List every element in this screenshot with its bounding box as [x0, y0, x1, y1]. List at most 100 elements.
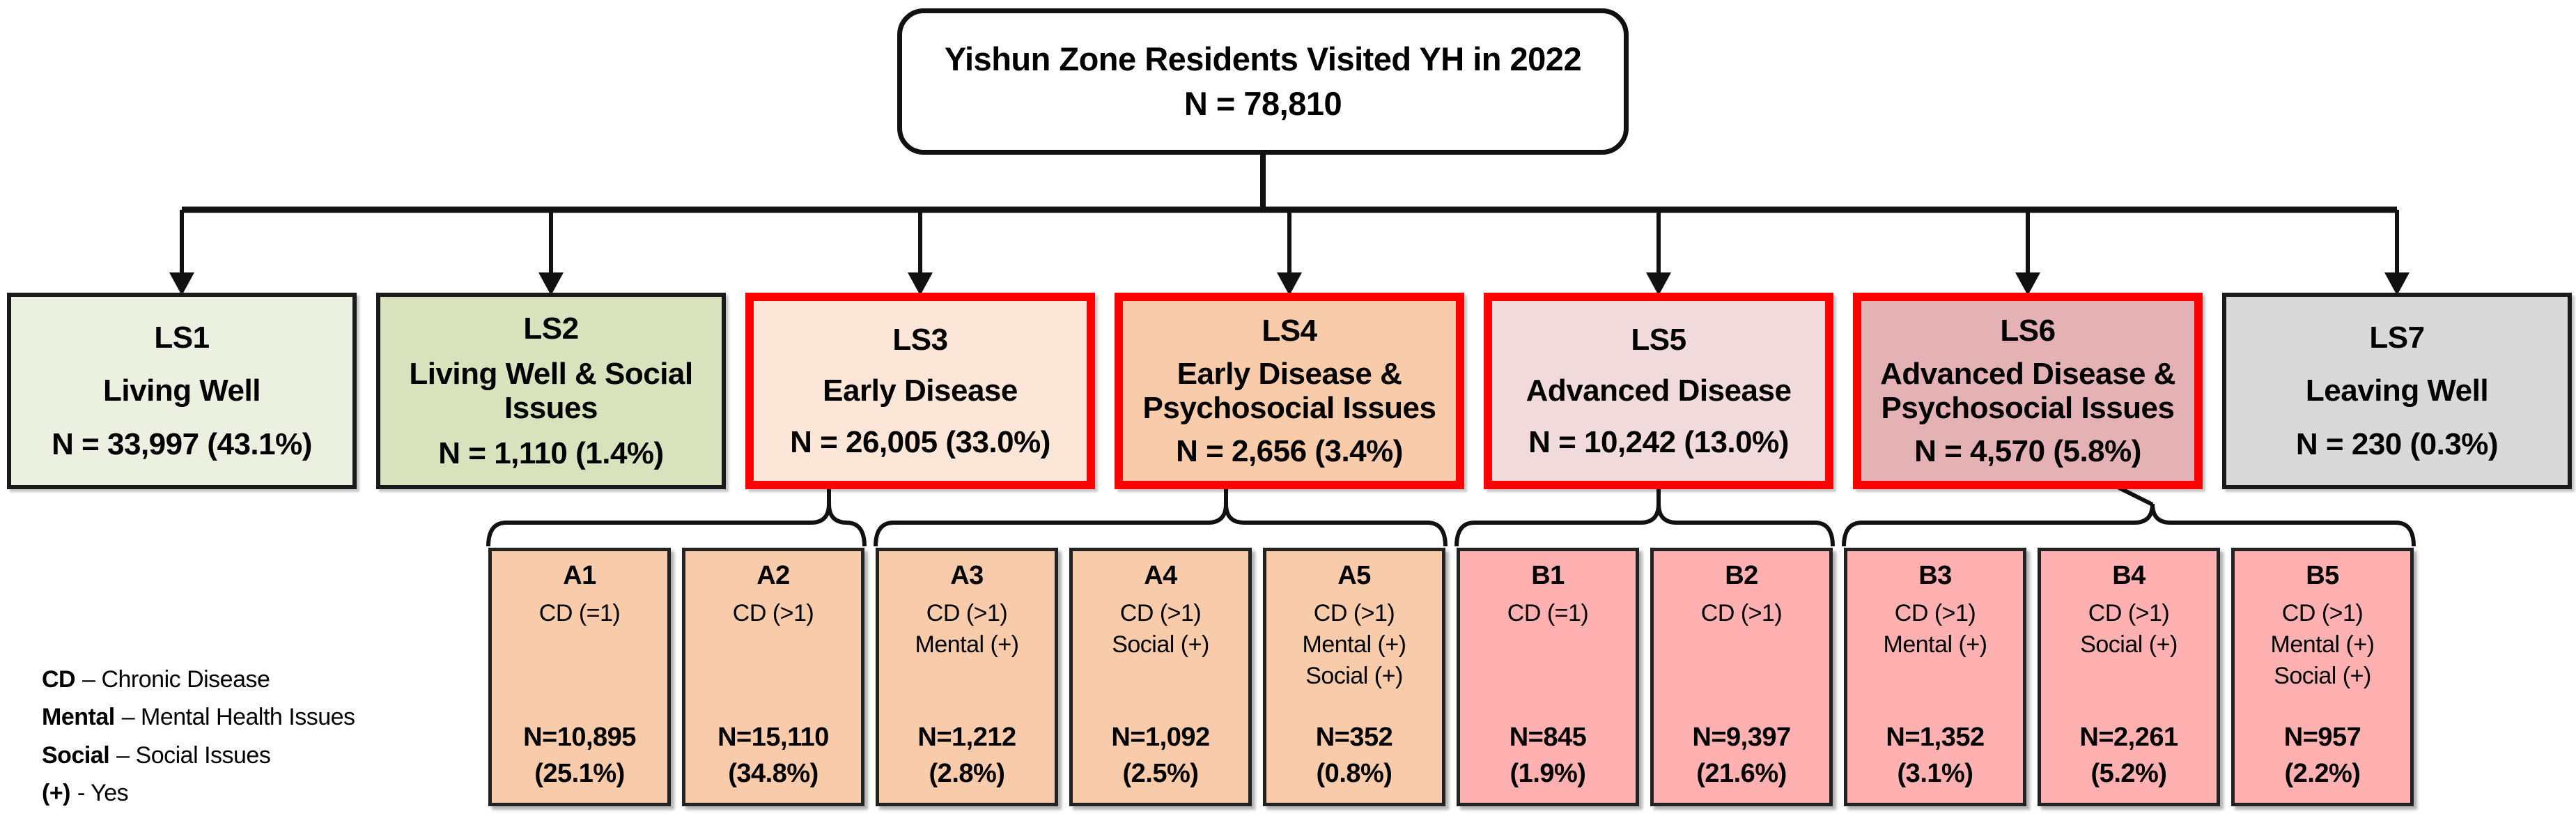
- legend-term: (+): [42, 780, 71, 807]
- brace-ls3-children: [486, 503, 867, 547]
- condition-label: CD (>1): [1313, 600, 1395, 626]
- condition-label: Mental (+): [915, 631, 1020, 658]
- stem-ls6: [2116, 485, 2154, 507]
- condition-label: CD (>1): [2281, 600, 2364, 626]
- root-count: N = 78,810: [1184, 85, 1342, 122]
- sub-box-conditions: CD (=1): [538, 598, 621, 629]
- sub-box-percent: (2.8%): [929, 758, 1005, 788]
- sub-box-conditions: CD (>1)Mental (+): [1884, 598, 1988, 661]
- ls-box-id: LS7: [2369, 320, 2425, 355]
- ls-box-id: LS5: [1631, 322, 1686, 357]
- ls-box-name: Advanced Disease: [1526, 374, 1792, 408]
- sub-box-percent: (5.2%): [2090, 758, 2167, 788]
- arrowhead-ls5: [1646, 272, 1671, 295]
- legend: CD– Chronic Disease Mental– Mental Healt…: [42, 661, 355, 813]
- sub-box-conditions: CD (>1)Mental (+)Social (+): [1303, 598, 1407, 692]
- ls-box-count: N = 26,005 (33.0%): [790, 425, 1050, 460]
- condition-label: CD (>1): [1119, 600, 1202, 626]
- sub-box-a1: A1 CD (=1) N=10,895 (25.1%): [488, 548, 671, 806]
- ls-box-id: LS1: [154, 320, 210, 355]
- sub-box-conditions: CD (>1)Mental (+): [915, 598, 1020, 661]
- sub-box-count: N=957: [2283, 723, 2361, 753]
- sub-box-count-block: N=352 (0.8%): [1316, 720, 1393, 792]
- arrowhead-ls3: [908, 272, 933, 295]
- sub-box-count-block: N=1,092 (2.5%): [1111, 720, 1210, 792]
- ls-box-ls7: LS7 Leaving Well N = 230 (0.3%): [2222, 293, 2572, 489]
- sub-box-count-block: N=9,397 (21.6%): [1692, 720, 1791, 792]
- sub-box-id: B1: [1531, 561, 1565, 590]
- legend-line: (+)- Yes: [42, 774, 355, 812]
- ls-box-name: Leaving Well: [2305, 374, 2489, 408]
- sub-box-id: A2: [756, 561, 790, 590]
- legend-description: – Social Issues: [116, 741, 271, 769]
- sub-box-count-block: N=1,212 (2.8%): [917, 720, 1016, 792]
- condition-label: CD (=1): [538, 600, 621, 626]
- ls-box-count: N = 2,656 (3.4%): [1176, 433, 1403, 468]
- legend-line: CD– Chronic Disease: [42, 661, 355, 698]
- sub-box-count-block: N=1,352 (3.1%): [1886, 720, 1985, 792]
- ls-box-ls3: LS3 Early Disease N = 26,005 (33.0%): [745, 293, 1095, 489]
- ls-box-count: N = 230 (0.3%): [2295, 427, 2499, 462]
- ls-box-id: LS3: [892, 322, 948, 357]
- condition-label: Mental (+): [2270, 631, 2375, 658]
- sub-box-count: N=15,110: [717, 723, 829, 753]
- sub-box-count: N=1,092: [1111, 723, 1210, 753]
- legend-line: Social– Social Issues: [42, 737, 355, 774]
- ls-box-count: N = 33,997 (43.1%): [52, 427, 312, 462]
- sub-box-percent: (3.1%): [1897, 758, 1973, 788]
- sub-box-conditions: CD (>1): [733, 598, 814, 629]
- sub-box-count: N=10,895: [523, 723, 636, 753]
- ls-box-ls6: LS6 Advanced Disease & Psychosocial Issu…: [1853, 293, 2203, 489]
- condition-label: CD (>1): [2088, 600, 2170, 626]
- sub-box-count: N=1,212: [917, 723, 1016, 753]
- sub-box-id: B4: [2112, 561, 2146, 590]
- condition-label: Social (+): [2274, 662, 2371, 689]
- condition-label: CD (>1): [1894, 600, 1976, 626]
- sub-box-conditions: CD (>1): [1700, 598, 1783, 629]
- arrowhead-ls4: [1277, 272, 1302, 295]
- sub-box-id: A4: [1144, 561, 1177, 590]
- ls-box-ls5: LS5 Advanced Disease N = 10,242 (13.0%): [1484, 293, 1833, 489]
- legend-line: Mental– Mental Health Issues: [42, 698, 355, 736]
- sub-box-id: A3: [950, 561, 984, 590]
- sub-box-a2: A2 CD (>1) N=15,110 (34.8%): [682, 548, 864, 806]
- ls-box-name: Early Disease & Psychosocial Issues: [1142, 356, 1436, 425]
- sub-box-b2: B2 CD (>1) N=9,397 (21.6%): [1650, 548, 1833, 806]
- ls-box-count: N = 1,110 (1.4%): [438, 436, 664, 470]
- sub-box-count-block: N=10,895 (25.1%): [523, 720, 636, 792]
- legend-term: CD: [42, 666, 76, 693]
- arrowheads: [169, 272, 2410, 295]
- ls-box-count: N = 4,570 (5.8%): [1914, 433, 2141, 468]
- root-title: Yishun Zone Residents Visited YH in 2022: [944, 40, 1582, 78]
- sub-box-a3: A3 CD (>1)Mental (+) N=1,212 (2.8%): [876, 548, 1058, 806]
- ls-box-id: LS4: [1262, 314, 1317, 348]
- sub-box-conditions: CD (>1) Mental (+) Social (+): [2271, 598, 2375, 692]
- sub-box-count: N=2,261: [2079, 723, 2178, 753]
- sub-box-count-block: N=957 (2.2%): [2284, 720, 2361, 792]
- sub-box-b1: B1 CD (=1) N=845 (1.9%): [1457, 548, 1639, 806]
- sub-box-percent: (21.6%): [1696, 758, 1787, 788]
- sub-box-id: A5: [1337, 561, 1371, 590]
- sub-box-count: N=845: [1509, 723, 1587, 753]
- ls-box-count: N = 10,242 (13.0%): [1528, 425, 1789, 460]
- condition-label: Social (+): [1305, 662, 1403, 689]
- ls-box-name: Advanced Disease & Psychosocial Issues: [1880, 356, 2175, 425]
- arrowhead-ls7: [2384, 272, 2410, 295]
- condition-label: CD (=1): [1507, 600, 1589, 626]
- legend-description: - Yes: [77, 780, 129, 807]
- brace-ls4-children: [874, 503, 1448, 547]
- sub-box-b5: B5 CD (>1)Mental (+)Social (+) N=957 (2.…: [2231, 548, 2414, 806]
- sub-box-count-block: N=2,261 (5.2%): [2079, 720, 2178, 792]
- condition-label: CD (>1): [1700, 600, 1783, 626]
- ls-box-name: Living Well & Social Issues: [409, 356, 693, 425]
- sub-box-count-block: N=845 (1.9%): [1510, 720, 1587, 792]
- sub-box-count-block: N=15,110 (34.8%): [717, 720, 829, 792]
- sub-box-count: N=9,397: [1692, 723, 1791, 753]
- ls-box-id: LS2: [523, 311, 579, 346]
- sub-box-count: N=352: [1315, 723, 1393, 753]
- legend-term: Mental: [42, 704, 115, 731]
- arrowhead-ls6: [2015, 272, 2040, 295]
- sub-box-percent: (34.8%): [728, 758, 818, 788]
- sub-box-percent: (1.9%): [1510, 758, 1586, 788]
- sub-box-conditions: CD (=1): [1507, 598, 1589, 629]
